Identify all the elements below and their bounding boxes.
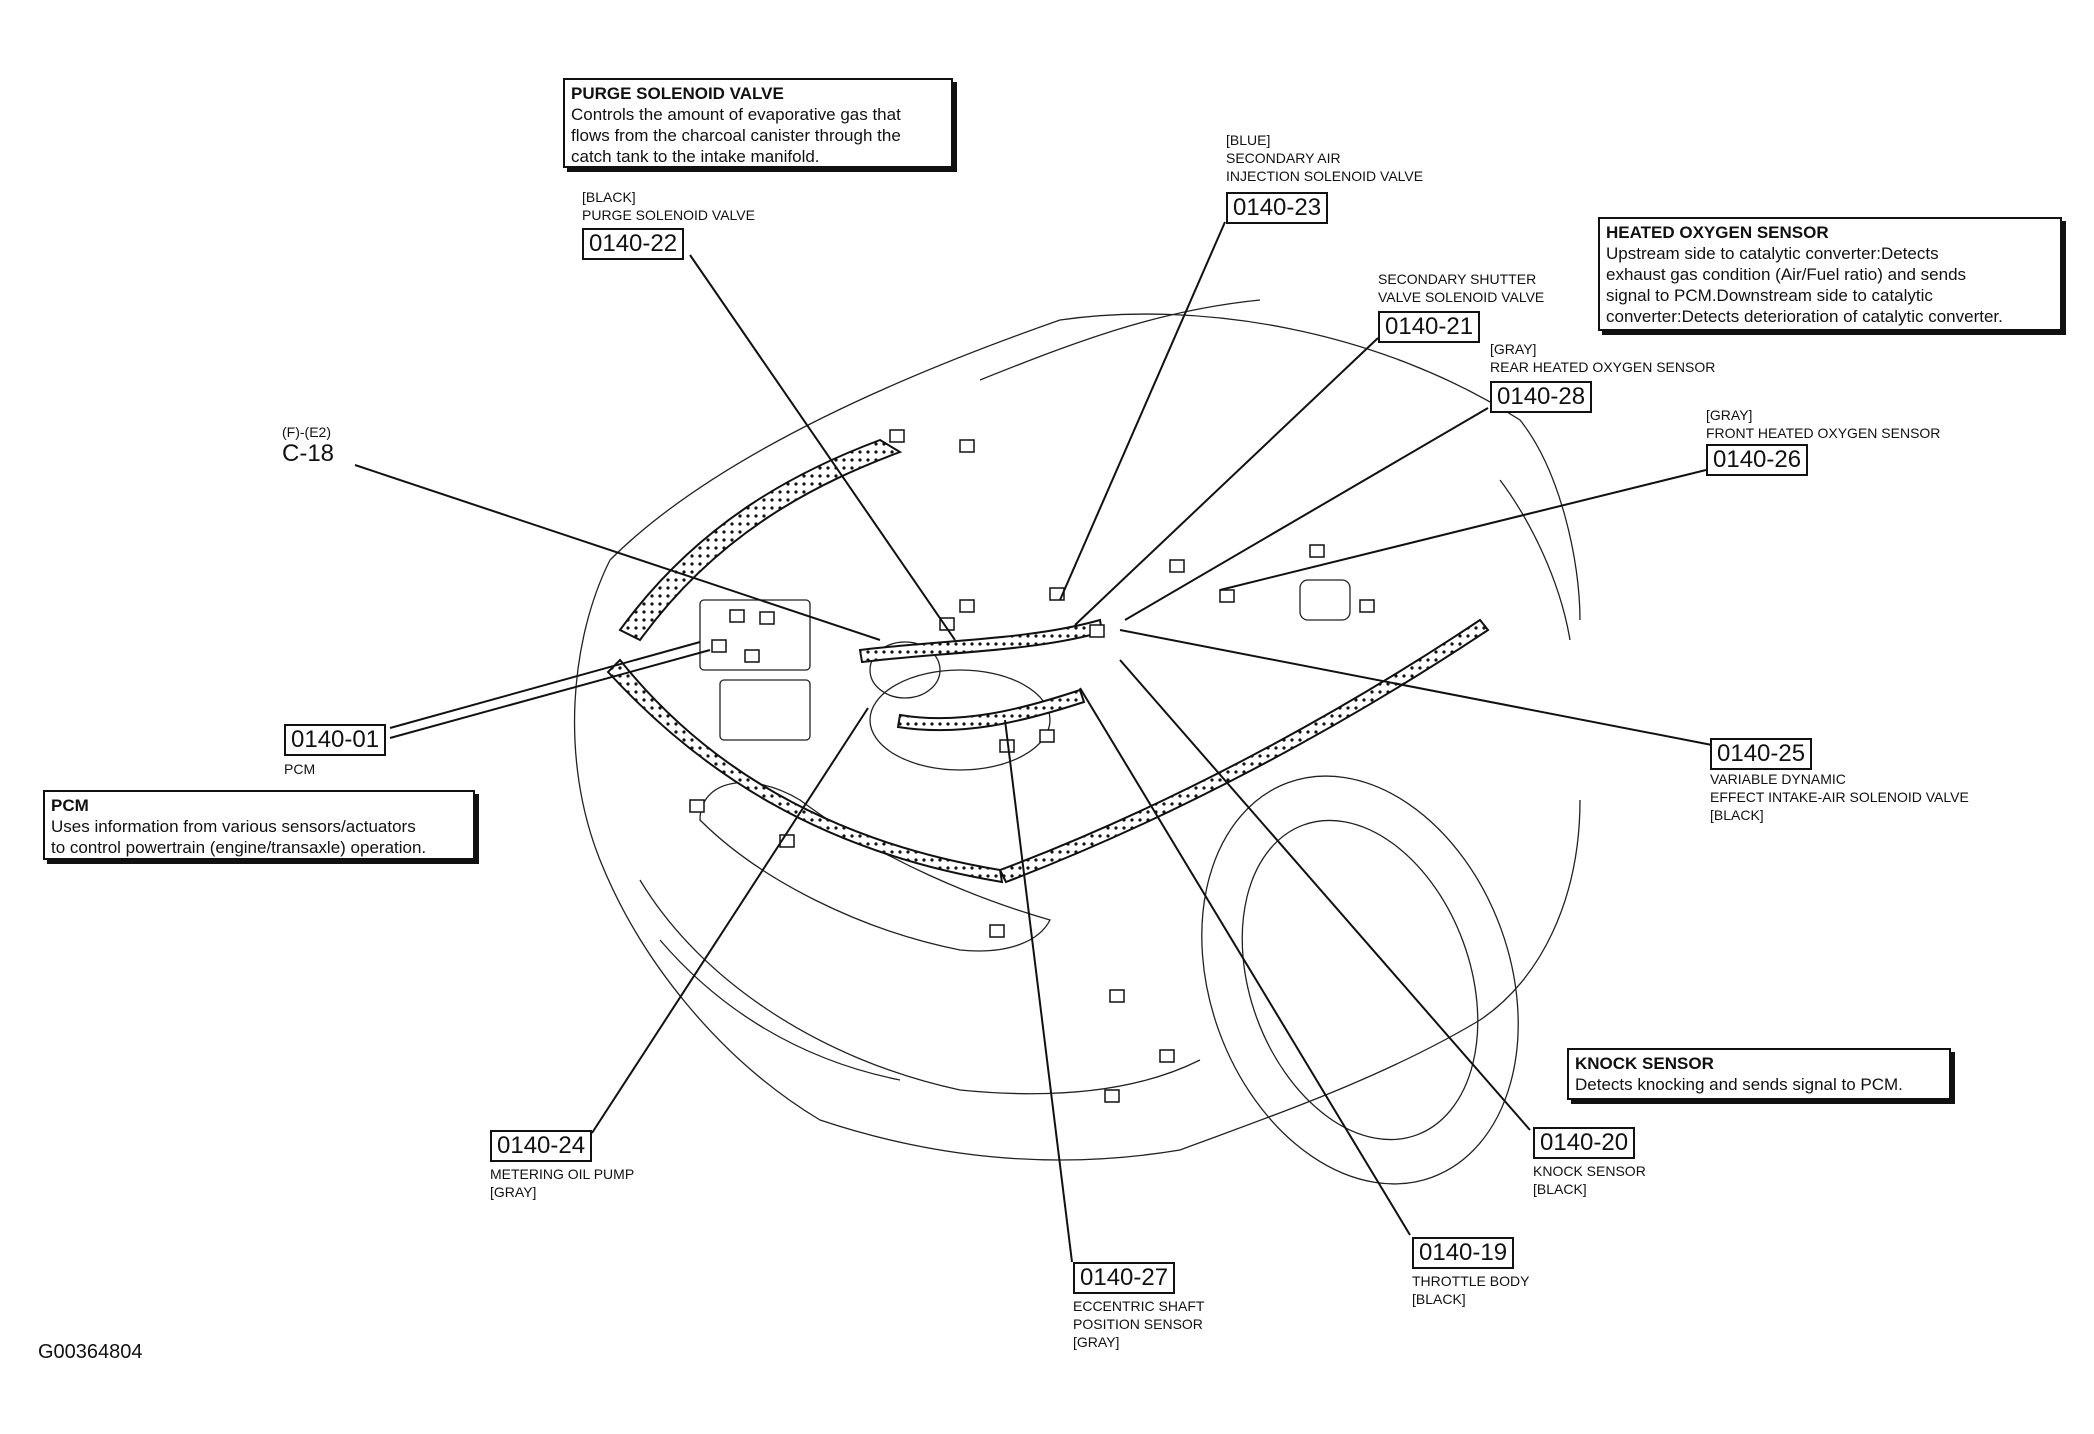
car-bumper-line <box>639 879 1201 1095</box>
car-windshield-line <box>979 299 1261 381</box>
leader-line-c-18 <box>354 464 881 641</box>
car-mirror-line <box>1499 479 1571 641</box>
connector-c-18-label: (F)-(E2) <box>282 424 331 440</box>
car-front-outline <box>573 559 1181 1161</box>
knock-sensor-info-box: KNOCK SENSOR Detects knocking and sends … <box>1567 1048 1951 1100</box>
connector-0140-25-code: 0140-25 <box>1710 738 1813 770</box>
connector-block <box>1159 1049 1175 1063</box>
knock-sensor-info-body: Detects knocking and sends signal to PCM… <box>1575 1075 1903 1094</box>
connector-block <box>889 429 905 443</box>
connector-0140-23-code: 0140-23 <box>1226 192 1329 224</box>
connector-0140-26-code: 0140-26 <box>1706 444 1809 476</box>
knock-sensor-info-title: KNOCK SENSOR <box>1575 1054 1714 1073</box>
connector-block <box>1089 624 1105 638</box>
battery <box>699 599 811 671</box>
harness-lower <box>896 688 1086 732</box>
connector-block <box>729 609 745 623</box>
purge-valve-info-body: Controls the amount of evaporative gas t… <box>571 105 901 166</box>
connector-block <box>689 799 705 813</box>
reservoir-tank <box>1299 579 1351 621</box>
heated-oxygen-sensor-info-body: Upstream side to catalytic converter:Det… <box>1606 244 2003 326</box>
leader-line-0140-24 <box>591 707 869 1134</box>
connector-block <box>959 599 975 613</box>
leader-line-0140-28 <box>1124 407 1489 621</box>
car-wheel-inner <box>1241 819 1479 1141</box>
connector-block <box>711 639 727 653</box>
connector-0140-22-label: [BLACK] PURGE SOLENOID VALVE <box>582 189 755 223</box>
car-hood-outline <box>609 313 1581 621</box>
heated-oxygen-sensor-info-title: HEATED OXYGEN SENSOR <box>1606 223 1829 242</box>
connector-0140-28-label: [GRAY] REAR HEATED OXYGEN SENSOR <box>1490 341 1716 375</box>
fuse-box <box>719 679 811 741</box>
connector-0140-27-code: 0140-27 <box>1073 1262 1176 1294</box>
pcm-info-title: PCM <box>51 796 89 815</box>
leader-line-0140-23 <box>1059 221 1226 601</box>
connector-block <box>1039 729 1055 743</box>
connector-block <box>1309 544 1325 558</box>
connector-block <box>1219 589 1235 603</box>
connector-0140-21-label: SECONDARY SHUTTER VALVE SOLENOID VALVE <box>1378 271 1545 305</box>
connector-0140-27-label: ECCENTRIC SHAFT POSITION SENSOR [GRAY] <box>1073 1298 1205 1350</box>
connector-block <box>744 649 760 663</box>
connector-0140-22-code: 0140-22 <box>582 228 685 260</box>
connector-block <box>1359 599 1375 613</box>
connector-0140-01-label: PCM <box>284 761 316 777</box>
purge-valve-info-box: PURGE SOLENOID VALVE Controls the amount… <box>563 78 953 168</box>
leader-line-0140-20 <box>1119 659 1531 1131</box>
connector-0140-24-code: 0140-24 <box>490 1130 593 1162</box>
connector-c-18-code: C-18 <box>282 440 335 467</box>
connector-0140-25-label: VARIABLE DYNAMIC EFFECT INTAKE-AIR SOLEN… <box>1710 771 1969 823</box>
car-wheel <box>1201 775 1519 1185</box>
connector-block <box>1104 1089 1120 1103</box>
connector-0140-20-code: 0140-20 <box>1533 1127 1636 1159</box>
connector-block <box>989 924 1005 938</box>
connector-block <box>1109 989 1125 1003</box>
connector-0140-21-code: 0140-21 <box>1378 311 1481 343</box>
car-fender-outline <box>1179 799 1581 1151</box>
connector-0140-24-label: METERING OIL PUMP [GRAY] <box>490 1166 635 1200</box>
leader-line-0140-21 <box>1074 337 1379 626</box>
connector-0140-28-code: 0140-28 <box>1490 381 1593 413</box>
car-grille <box>659 939 901 1081</box>
leader-line-0140-19 <box>1079 687 1411 1236</box>
leader-line-0140-26 <box>1219 469 1707 591</box>
connector-block <box>759 611 775 625</box>
connector-block <box>1169 559 1185 573</box>
harness-center <box>858 618 1104 664</box>
car-headlight <box>699 781 1051 952</box>
harness-right <box>998 618 1490 884</box>
connector-0140-23-label: [BLUE] SECONDARY AIR INJECTION SOLENOID … <box>1226 132 1424 184</box>
pcm-info-body: Uses information from various sensors/ac… <box>51 817 427 857</box>
heated-oxygen-sensor-info-box: HEATED OXYGEN SENSOR Upstream side to ca… <box>1598 217 2062 331</box>
connector-0140-01-code: 0140-01 <box>284 724 387 756</box>
leader-line-0140-22 <box>689 254 956 641</box>
air-cleaner <box>869 641 941 699</box>
leader-line-0140-01a <box>389 641 701 729</box>
harness-main <box>618 438 903 642</box>
connector-0140-19-code: 0140-19 <box>1412 1237 1515 1269</box>
figure-id: G00364804 <box>38 1341 143 1363</box>
connector-0140-20-label: KNOCK SENSOR [BLACK] <box>1533 1163 1646 1197</box>
pcm-info-box: PCM Uses information from various sensor… <box>43 790 475 860</box>
connector-0140-19-label: THROTTLE BODY [BLACK] <box>1412 1273 1530 1307</box>
engine-block <box>869 669 1051 771</box>
leader-line-0140-27 <box>1004 719 1073 1263</box>
connector-0140-26-label: [GRAY] FRONT HEATED OXYGEN SENSOR <box>1706 407 1941 441</box>
harness-front <box>606 658 1004 884</box>
connector-block <box>959 439 975 453</box>
purge-valve-info-title: PURGE SOLENOID VALVE <box>571 84 784 103</box>
leader-line-0140-25 <box>1119 629 1713 746</box>
leader-line-0140-01b <box>389 649 711 739</box>
